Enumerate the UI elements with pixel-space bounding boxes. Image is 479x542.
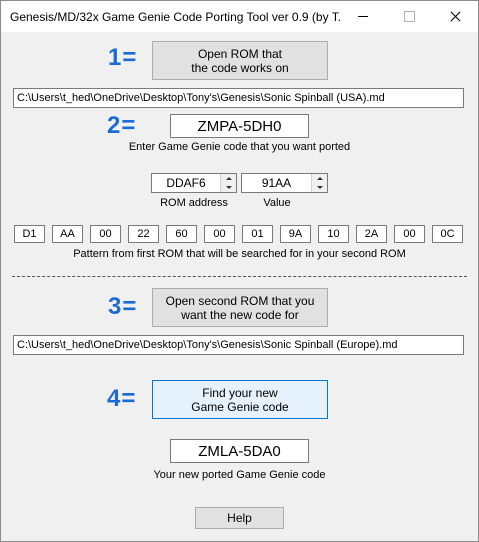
step-4-number: 4=	[107, 385, 137, 412]
pattern-byte[interactable]: 00	[204, 225, 235, 243]
value-stepper[interactable]: 91AA	[241, 173, 328, 193]
find-new-code-button[interactable]: Find your new Game Genie code	[152, 380, 328, 419]
rom-address-value: DDAF6	[166, 176, 206, 190]
window-title: Genesis/MD/32x Game Genie Code Porting T…	[10, 10, 340, 24]
step-1-number: 1=	[108, 44, 138, 71]
maximize-button	[386, 1, 432, 32]
ported-code-label: Your new ported Game Genie code	[153, 469, 326, 481]
pattern-byte[interactable]: 00	[394, 225, 425, 243]
rom-address-stepper[interactable]: DDAF6	[151, 173, 237, 193]
maximize-icon	[403, 11, 415, 22]
chevron-down-icon	[225, 186, 232, 189]
find-new-code-button-label: Find your new Game Genie code	[191, 385, 289, 414]
pattern-byte[interactable]: AA	[52, 225, 83, 243]
step-2-number: 2=	[107, 112, 137, 139]
open-rom-button-label: Open ROM that the code works on	[191, 46, 289, 75]
pattern-byte[interactable]: 0C	[432, 225, 463, 243]
pattern-label: Pattern from first ROM that will be sear…	[73, 248, 406, 260]
pattern-byte[interactable]: D1	[14, 225, 45, 243]
section-divider	[12, 276, 467, 277]
value-down-button[interactable]	[312, 183, 327, 192]
open-rom-button[interactable]: Open ROM that the code works on	[152, 41, 328, 80]
pattern-byte[interactable]: 22	[128, 225, 159, 243]
pattern-byte[interactable]: 60	[166, 225, 197, 243]
rom-address-down-button[interactable]	[221, 183, 236, 192]
chevron-up-icon	[225, 177, 232, 180]
step-3-number: 3=	[108, 293, 138, 320]
help-button[interactable]: Help	[195, 507, 284, 529]
minimize-button[interactable]	[340, 1, 386, 32]
close-button[interactable]	[432, 1, 478, 32]
chevron-up-icon	[316, 177, 323, 180]
rom-address-arrows	[220, 174, 236, 192]
help-button-label: Help	[227, 511, 252, 525]
ported-code-output[interactable]: ZMLA-5DA0	[170, 439, 309, 463]
minimize-icon	[358, 16, 368, 17]
value-arrows	[311, 174, 327, 192]
chevron-down-icon	[316, 186, 323, 189]
pattern-byte[interactable]: 10	[318, 225, 349, 243]
value-value: 91AA	[261, 176, 292, 190]
pattern-byte[interactable]: 01	[242, 225, 273, 243]
second-rom-path-field[interactable]: C:\Users\t_hed\OneDrive\Desktop\Tony's\G…	[13, 335, 464, 355]
game-genie-code-input[interactable]: ZMPA-5DH0	[170, 114, 309, 138]
first-rom-path-field[interactable]: C:\Users\t_hed\OneDrive\Desktop\Tony's\G…	[13, 88, 464, 108]
title-bar[interactable]: Genesis/MD/32x Game Genie Code Porting T…	[1, 1, 478, 32]
rom-address-label: ROM address	[160, 197, 228, 209]
open-second-rom-button-label: Open second ROM that you want the new co…	[165, 293, 315, 322]
code-input-label: Enter Game Genie code that you want port…	[128, 141, 351, 153]
open-second-rom-button[interactable]: Open second ROM that you want the new co…	[152, 288, 328, 327]
value-label: Value	[263, 197, 291, 209]
pattern-byte[interactable]: 2A	[356, 225, 387, 243]
pattern-byte[interactable]: 00	[90, 225, 121, 243]
close-icon	[450, 11, 461, 22]
pattern-byte[interactable]: 9A	[280, 225, 311, 243]
